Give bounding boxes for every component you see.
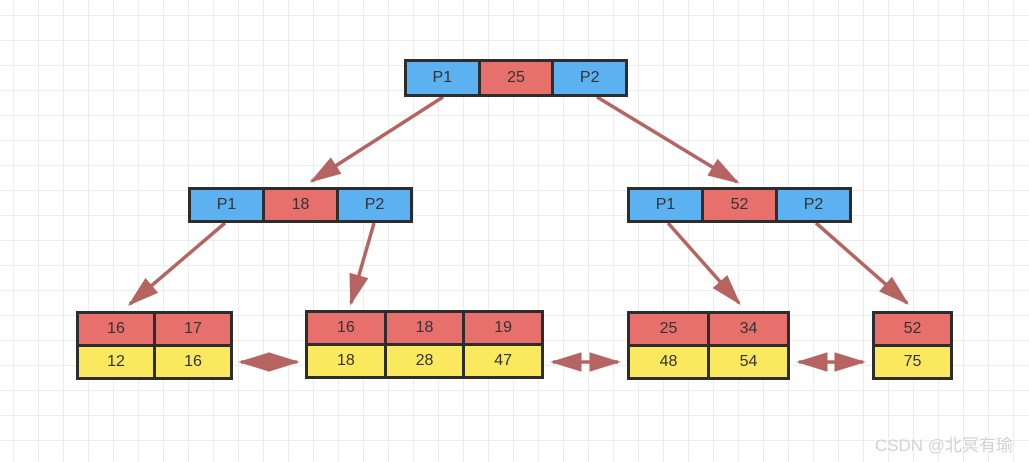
arrow-root-to-internal-left bbox=[309, 95, 444, 183]
root-pointer-p2: P2 bbox=[551, 59, 629, 97]
leaf2-record-row: 18 28 47 bbox=[305, 343, 545, 379]
leaf4-record-cell: 75 bbox=[872, 344, 953, 380]
leaf1-record-row: 12 16 bbox=[76, 344, 233, 380]
leaf3-record-cell: 54 bbox=[707, 344, 790, 380]
leaf3-key-row: 25 34 bbox=[627, 311, 790, 347]
leaf4-record-row: 75 bbox=[872, 344, 953, 380]
leaf2-record-cell: 28 bbox=[383, 343, 466, 379]
leaf3-record-row: 48 54 bbox=[627, 344, 790, 380]
leaf1-key-row: 16 17 bbox=[76, 311, 233, 347]
leaf2-key-row: 16 18 19 bbox=[305, 310, 545, 346]
leaf-node-3: 25 34 48 54 bbox=[627, 311, 790, 380]
csdn-watermark: CSDN @北冥有瑜 bbox=[874, 436, 1013, 455]
arrow-internal-left-to-leaf1 bbox=[127, 221, 227, 306]
leaf2-key-cell: 18 bbox=[383, 310, 466, 346]
leaf4-key-row: 52 bbox=[872, 311, 953, 347]
arrow-internal-right-to-leaf4 bbox=[814, 221, 910, 305]
internal-right-pointer-p1: P1 bbox=[627, 187, 704, 223]
leaf-node-4: 52 75 bbox=[872, 311, 953, 380]
leaf1-record-cell: 16 bbox=[153, 344, 233, 380]
arrow-internal-left-to-leaf2 bbox=[349, 222, 376, 306]
internal-left-key: 18 bbox=[262, 187, 339, 223]
leaf2-key-cell: 16 bbox=[305, 310, 387, 346]
internal-left-node: P1 18 P2 bbox=[188, 187, 413, 223]
internal-right-node: P1 52 P2 bbox=[627, 187, 852, 223]
internal-right-pointer-p2: P2 bbox=[775, 187, 852, 223]
leaf3-record-cell: 48 bbox=[627, 344, 710, 380]
root-pointer-p1: P1 bbox=[404, 59, 481, 97]
leaf3-key-cell: 34 bbox=[707, 311, 790, 347]
leaf3-key-cell: 25 bbox=[627, 311, 710, 347]
internal-left-pointer-p1: P1 bbox=[188, 187, 265, 223]
leaf4-key-cell: 52 bbox=[872, 311, 953, 347]
leaf-node-2: 16 18 19 18 28 47 bbox=[305, 310, 545, 379]
internal-right-key: 52 bbox=[701, 187, 778, 223]
leaf1-key-cell: 17 bbox=[153, 311, 233, 347]
root-key: 25 bbox=[477, 59, 555, 97]
leaf2-record-cell: 18 bbox=[305, 343, 387, 379]
internal-left-pointer-p2: P2 bbox=[336, 187, 413, 223]
leaf1-record-cell: 12 bbox=[76, 344, 156, 380]
arrow-root-to-internal-right bbox=[596, 95, 740, 184]
leaf2-key-cell: 19 bbox=[462, 310, 545, 346]
leaf-node-1: 16 17 12 16 bbox=[76, 311, 233, 380]
leaf2-record-cell: 47 bbox=[462, 343, 545, 379]
leaf1-key-cell: 16 bbox=[76, 311, 156, 347]
root-node: P1 25 P2 bbox=[404, 59, 629, 97]
arrow-internal-right-to-leaf3 bbox=[666, 221, 741, 306]
